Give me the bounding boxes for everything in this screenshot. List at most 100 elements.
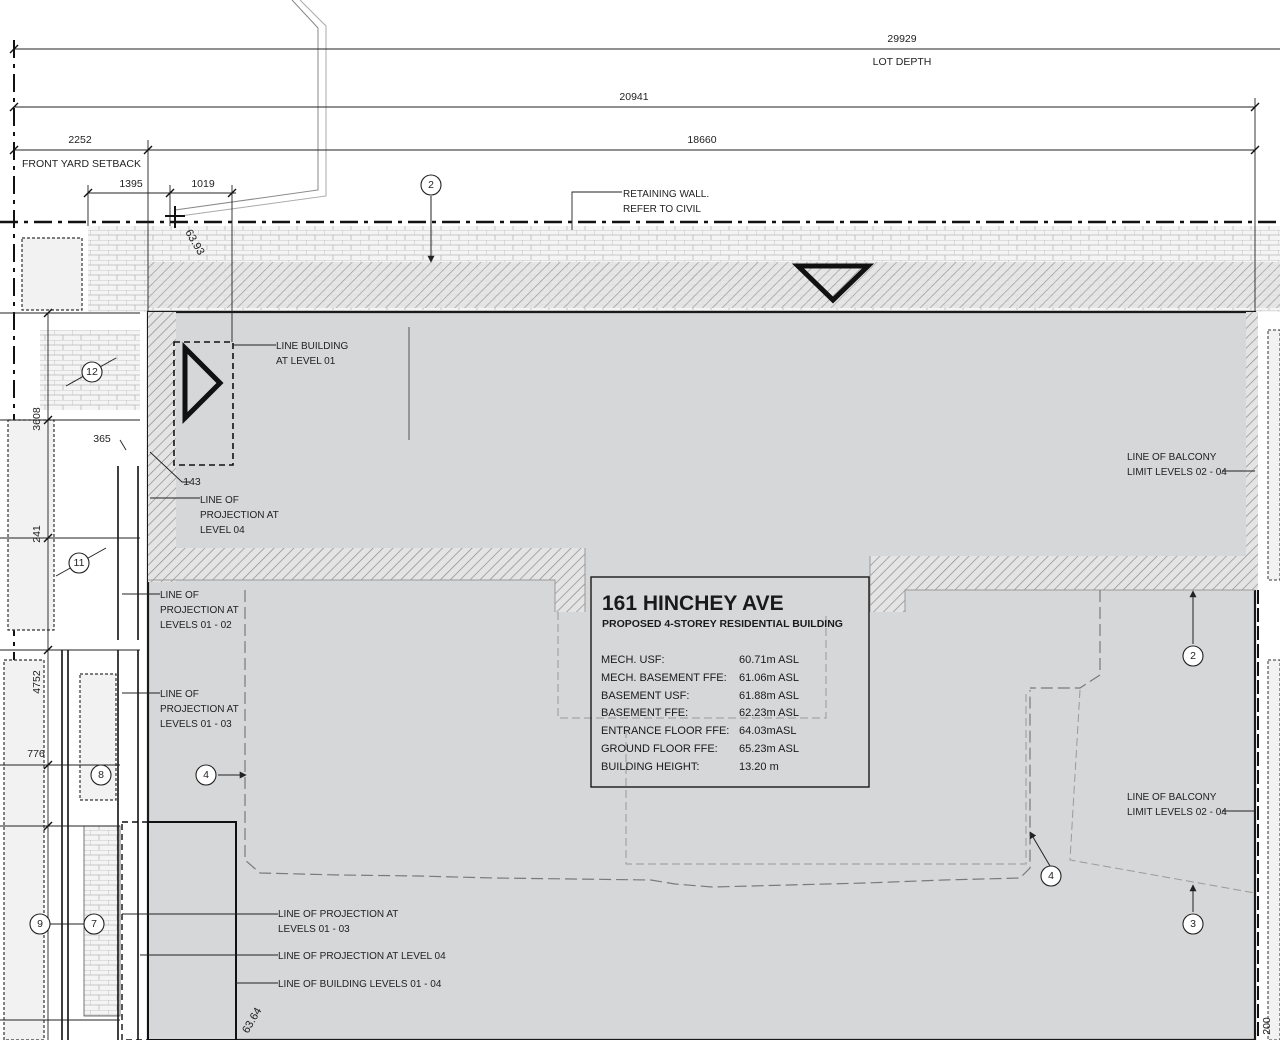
note-line-building-l01-1: LINE BUILDING [276, 341, 348, 352]
tag-11: 11 [55, 547, 107, 577]
left-wall-lines [61, 466, 139, 1040]
tag-12-label: 12 [86, 366, 98, 378]
neighbour-outline [174, 0, 319, 211]
left-hedge-top [21, 237, 83, 311]
dim-front-yard-setback: FRONT YARD SETBACK [22, 158, 141, 170]
dim-143: 143 [183, 476, 201, 488]
row-value: 60.71m ASL [739, 654, 799, 666]
row-value: 65.23m ASL [739, 743, 799, 755]
note-proj-l0103a-3: LEVELS 01 - 03 [160, 719, 232, 730]
retaining-wall-hatch [148, 262, 1280, 308]
note-proj-l0102-3: LEVELS 01 - 02 [160, 620, 232, 631]
note-balcony-b-2: LIMIT LEVELS 02 - 04 [1127, 807, 1227, 818]
row-value: 13.20 m [739, 761, 779, 773]
title-block-rows: MECH. USF: 60.71m ASL MECH. BASEMENT FFE… [601, 654, 799, 773]
note-proj-l0103a-2: PROJECTION AT [160, 704, 239, 715]
tag-2-right: 2 [1182, 645, 1204, 667]
tag-4-left-label: 4 [203, 769, 209, 781]
row-label: ENTRANCE FLOOR FFE: [601, 725, 729, 737]
dim-200: 200 [1261, 1017, 1273, 1035]
tag-2-right-label: 2 [1190, 650, 1196, 662]
porch-box [147, 821, 237, 1040]
tag-11-label: 11 [74, 557, 85, 569]
dim-3608: 3608 [31, 407, 43, 431]
row-value: 61.88m ASL [739, 690, 799, 702]
note-proj-l0103b-2: LEVELS 01 - 03 [278, 924, 350, 935]
leader-arrows [218, 196, 1197, 912]
tag-8-label: 8 [98, 769, 104, 781]
tag-7: 7 [83, 913, 105, 935]
title-block: 161 HINCHEY AVE PROPOSED 4-STOREY RESIDE… [590, 576, 870, 788]
entrance-arrow-left [182, 341, 224, 425]
note-proj-l04-3: LEVEL 04 [200, 525, 245, 536]
row-label: MECH. BASEMENT FFE: [601, 672, 727, 684]
row-value: 61.06m ASL [739, 672, 799, 684]
dim-1019: 1019 [191, 178, 215, 190]
note-proj-l0102-2: PROJECTION AT [160, 605, 239, 616]
note-retaining-wall-2: REFER TO CIVIL [623, 204, 701, 215]
dim-18660: 18660 [687, 134, 716, 146]
level01-dashed-box [173, 341, 234, 466]
left-hedge-mid [7, 419, 55, 631]
note-bldg-levels: LINE OF BUILDING LEVELS 01 - 04 [278, 979, 442, 990]
tag-3-label: 3 [1190, 918, 1196, 930]
note-proj-l04-2: PROJECTION AT [200, 510, 279, 521]
basement-outline [244, 590, 1101, 888]
note-proj-l04-1: LINE OF [200, 495, 239, 506]
row-label: BUILDING HEIGHT: [601, 761, 699, 773]
basement-inner-outline [557, 612, 1256, 894]
tag-2-top-label: 2 [428, 179, 434, 191]
tag-3: 3 [1182, 913, 1204, 935]
tag-4-right: 4 [1040, 865, 1062, 887]
row-label: BASEMENT USF: [601, 690, 689, 702]
note-proj-l04-single: LINE OF PROJECTION AT LEVEL 04 [278, 951, 446, 962]
dim-241: 241 [31, 525, 43, 543]
note-line-building-l01-2: AT LEVEL 01 [276, 356, 336, 367]
tag-9: 9 [29, 913, 84, 935]
tag-4-right-label: 4 [1048, 870, 1054, 882]
title-block-title: 161 HINCHEY AVE [602, 592, 784, 615]
dimension-lines [0, 48, 1280, 1040]
dim-20941: 20941 [619, 91, 648, 103]
right-hedge-top [1267, 329, 1280, 581]
row-label: MECH. USF: [601, 654, 665, 666]
right-hedge-bottom [1267, 659, 1280, 1040]
row-value: 64.03mASL [739, 725, 796, 737]
dim-4752: 4752 [31, 670, 43, 694]
left-hedge-low [3, 659, 45, 1040]
tag-7-label: 7 [91, 918, 97, 930]
front-projection-hatch [148, 312, 176, 582]
leader-lines [119, 191, 1255, 984]
tag-12: 12 [65, 357, 117, 387]
tag-9-label: 9 [37, 918, 43, 930]
dim-lot-depth-value: 29929 [887, 33, 916, 45]
note-balcony-a-1: LINE OF BALCONY [1127, 452, 1217, 463]
row-label: GROUND FLOOR FFE: [601, 743, 718, 755]
projection-band-edge [148, 548, 1255, 612]
dim-lot-depth-label: LOT DEPTH [873, 56, 932, 68]
note-balcony-b-1: LINE OF BALCONY [1127, 792, 1217, 803]
row-value: 62.23m ASL [739, 707, 799, 719]
neighbour-outline-inner [179, 0, 327, 217]
note-balcony-a-2: LIMIT LEVELS 02 - 04 [1127, 467, 1227, 478]
building-footprint [146, 310, 1257, 1040]
projection-band-hatch [148, 548, 1255, 612]
right-balcony-hatch [1246, 312, 1258, 590]
dim-776: 776 [27, 748, 45, 760]
porch-dashed [121, 821, 149, 1040]
dim-365: 365 [93, 433, 111, 445]
note-proj-l0103b-1: LINE OF PROJECTION AT [278, 909, 398, 920]
dim-2252: 2252 [68, 134, 92, 146]
tag-2-top: 2 [420, 174, 442, 196]
title-block-subtitle: PROPOSED 4-STOREY RESIDENTIAL BUILDING [602, 618, 843, 630]
row-label: BASEMENT FFE: [601, 707, 688, 719]
note-proj-l0103a-1: LINE OF [160, 689, 199, 700]
tag-4-left: 4 [195, 764, 217, 786]
note-proj-l0102-1: LINE OF [160, 590, 199, 601]
entrance-arrow-top [791, 263, 875, 304]
dim-1395: 1395 [119, 178, 143, 190]
dimension-ticks [9, 44, 1260, 831]
tag-8: 8 [90, 764, 112, 786]
note-retaining-wall-1: RETAINING WALL. [623, 189, 709, 200]
